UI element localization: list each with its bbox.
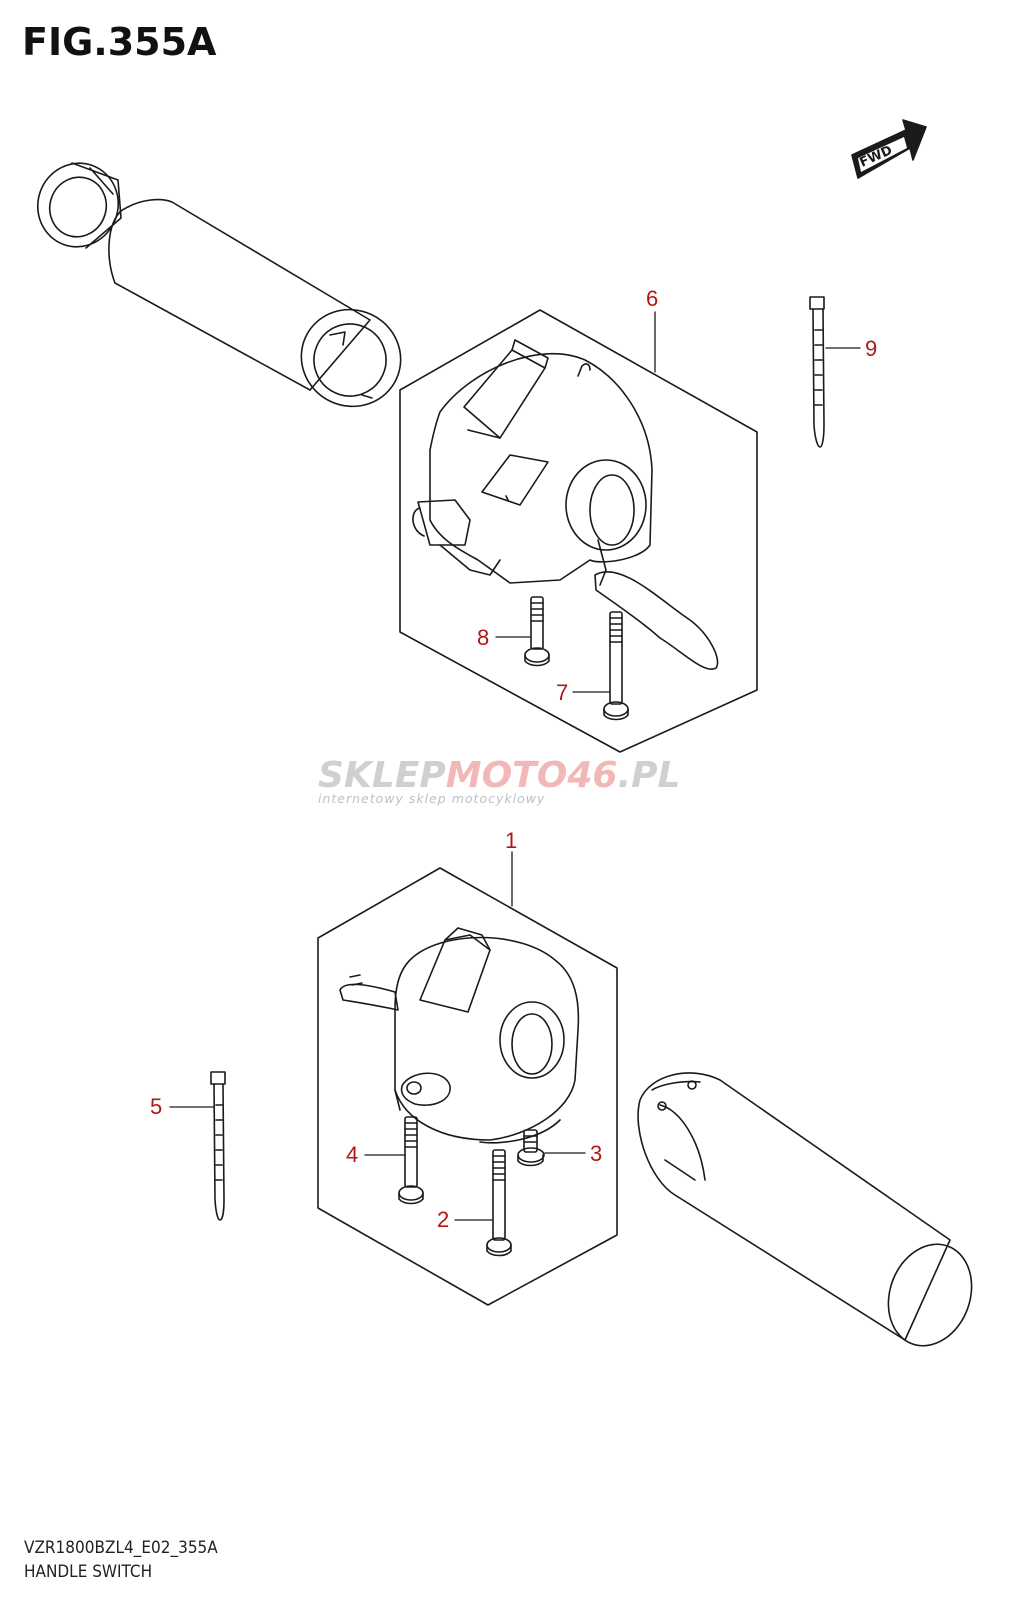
callout-3: 3 <box>590 1141 602 1166</box>
watermark-part1: SKLEP <box>318 755 446 796</box>
diagram-code: VZR1800BZL4_E02_355A <box>24 1538 218 1558</box>
watermark-tagline: internetowy sklep motocyklowy <box>318 791 545 806</box>
right-handle-switch-assembly <box>339 927 580 1144</box>
callout-1: 1 <box>505 828 517 853</box>
callout-2: 2 <box>437 1207 449 1232</box>
screw-3 <box>517 1129 545 1167</box>
cable-tie-5 <box>210 1071 226 1221</box>
cable-tie-9 <box>809 296 825 448</box>
svg-text:SKLEPMOTO46.PL: SKLEPMOTO46.PL <box>318 755 680 796</box>
left-handle-grip <box>108 198 402 408</box>
leader-lines <box>169 311 861 1221</box>
callout-7: 7 <box>556 680 568 705</box>
assembly-1-outline <box>317 867 618 1306</box>
screw-8 <box>524 596 550 667</box>
right-handle-grip <box>637 1072 973 1347</box>
screw-4 <box>398 1116 424 1205</box>
watermark-part2: MOTO <box>446 755 568 796</box>
screw-2 <box>486 1149 512 1257</box>
assembly-6-outline <box>399 309 758 753</box>
watermark: SKLEPMOTO46.PL internetowy sklep motocyk… <box>318 755 680 806</box>
figure-title: FIG.355A <box>22 20 217 64</box>
watermark-part4: .PL <box>617 755 680 796</box>
screw-7 <box>603 611 629 721</box>
callout-9: 9 <box>865 336 877 361</box>
callout-8: 8 <box>477 625 489 650</box>
left-handle-switch-assembly <box>412 339 719 671</box>
diagram-name: HANDLE SWITCH <box>24 1562 153 1582</box>
fwd-arrow-icon <box>851 119 927 179</box>
callout-5: 5 <box>150 1094 162 1119</box>
grip-end-ring <box>36 162 122 249</box>
callout-6: 6 <box>646 286 658 311</box>
watermark-part3: 46 <box>566 755 617 796</box>
callout-4: 4 <box>346 1142 358 1167</box>
